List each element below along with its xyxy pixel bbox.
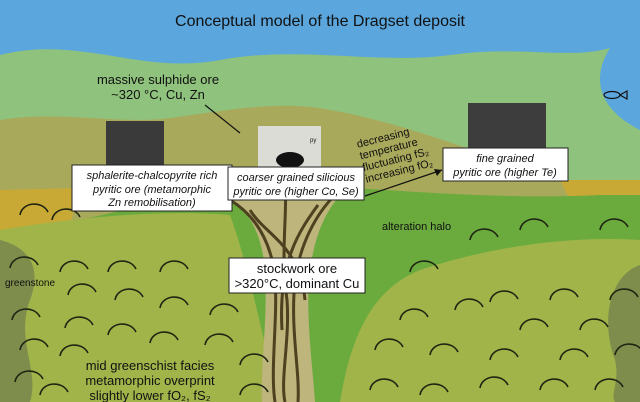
greenstone-arc — [67, 283, 97, 296]
greenstone-arc — [489, 348, 519, 361]
greenstone-arc — [559, 348, 589, 361]
greenstone-arc — [159, 260, 189, 273]
greenstone-arc — [19, 203, 49, 216]
greenstone-arc — [409, 260, 439, 273]
greenstone-arc — [579, 318, 609, 331]
greenstone-arc — [374, 338, 404, 351]
greenstone-arc — [614, 343, 640, 356]
greenstone-arc — [609, 288, 639, 301]
ochre-band-left — [0, 188, 80, 230]
photo-fine-pyrite — [468, 103, 546, 148]
box-right-2: pyritic ore (higher Te) — [452, 167, 557, 179]
greenstone-arc — [59, 344, 89, 357]
label-massive-2: ~320 °C, Cu, Zn — [111, 87, 205, 102]
label-greenstone: greenstone — [5, 278, 55, 289]
fish-icon — [603, 89, 628, 101]
box-left — [71, 164, 233, 212]
greenstone-arc — [489, 290, 519, 303]
greenstone-arc — [64, 316, 94, 329]
greenstone-arc — [14, 370, 44, 383]
greenstone-left — [0, 213, 280, 402]
arrow-trend-head — [434, 169, 442, 176]
greenstone-arc — [51, 208, 81, 221]
greenstone-arc — [519, 318, 549, 331]
arrow-trend — [364, 169, 443, 197]
greenstone-arc — [107, 260, 137, 273]
box-left-1: sphalerite-chalcopyrite rich — [87, 170, 218, 182]
greenstone-arc — [149, 331, 179, 344]
photo-sphalerite-ore — [106, 121, 164, 166]
greenstone-arc — [239, 383, 269, 396]
greenstone-arc — [549, 288, 579, 301]
box-right-1: fine grained — [476, 153, 534, 165]
greenstone-arc — [469, 228, 499, 241]
greenstone-dark-right — [608, 265, 640, 402]
box-center — [227, 166, 365, 201]
greenstone-arc — [19, 338, 49, 351]
greenstone-dark-left — [0, 240, 35, 402]
stockwork-2: >320°C, dominant Cu — [235, 276, 360, 291]
arrow-massive — [204, 104, 241, 134]
greenstone-arc — [454, 298, 484, 311]
photo-sulphide-blob — [276, 152, 304, 168]
box-left-3: Zn remobilisation) — [107, 197, 196, 209]
greenstone-arc — [39, 383, 69, 396]
box-right — [442, 147, 569, 182]
label-massive-1: massive sulphide ore — [97, 72, 219, 87]
greenstone-arc — [114, 288, 144, 301]
greenstone-arc — [599, 218, 629, 231]
greenstone-arc-pattern — [9, 203, 640, 396]
greenstone-arc — [209, 303, 239, 316]
greenstone-arc — [159, 296, 189, 309]
greenstone-arc — [11, 308, 41, 321]
greenstone-arc — [594, 378, 624, 391]
greenstone-arc — [479, 376, 509, 389]
greenstone-arc — [429, 343, 459, 356]
facies-2: metamorphic overprint — [85, 373, 215, 388]
box-stockwork — [228, 257, 366, 294]
diagram-title: Conceptual model of the Dragset deposit — [175, 13, 466, 30]
greenstone-arc — [369, 378, 399, 391]
label-alteration-halo: alteration halo — [382, 221, 451, 233]
greenstone-arc — [9, 256, 39, 269]
greenstone-arc — [399, 308, 429, 321]
greenstone-arc — [107, 323, 137, 336]
stockwork-1: stockwork ore — [257, 261, 337, 276]
box-center-2: pyritic ore (higher Co, Se) — [232, 186, 359, 198]
greenstone-arc — [519, 218, 549, 231]
greenstone-arc — [539, 378, 569, 391]
facies-1: mid greenschist facies — [86, 358, 215, 373]
facies-3: slightly lower fO₂, fS₂ — [89, 388, 210, 402]
photo-label: py — [310, 138, 316, 144]
greenstone-arc — [239, 353, 269, 366]
greenstone-arc — [204, 333, 234, 346]
greenstone-arc — [59, 260, 89, 273]
greenstone-right — [340, 239, 640, 402]
greenstone-arc — [419, 383, 449, 396]
box-center-1: coarser grained silicious — [237, 172, 355, 184]
box-left-2: pyritic ore (metamorphic — [92, 184, 211, 196]
